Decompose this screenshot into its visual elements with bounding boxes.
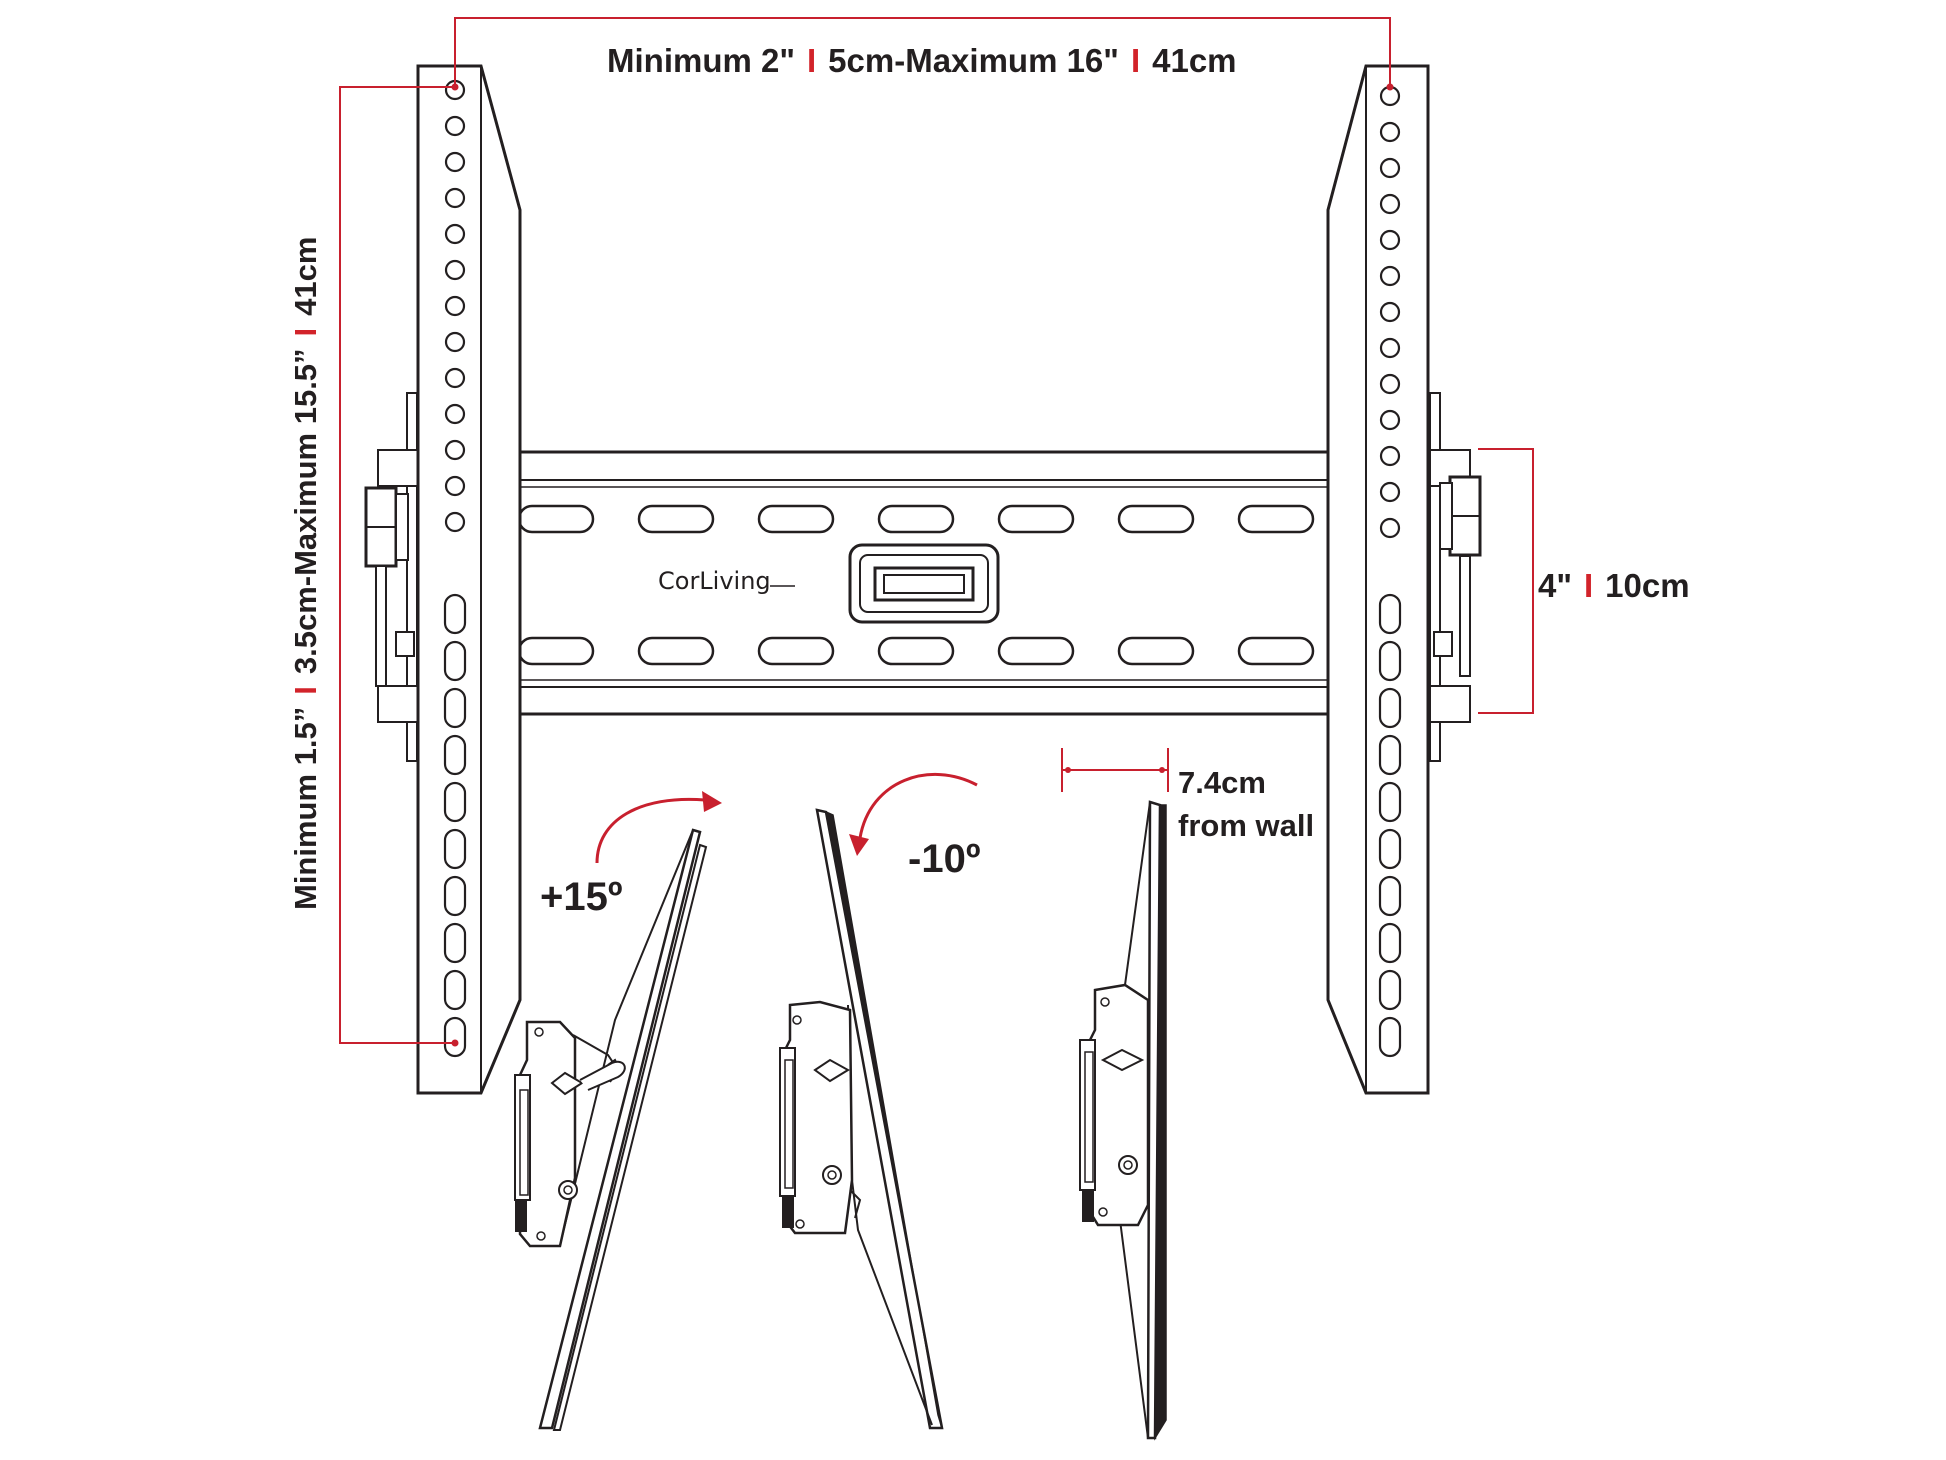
bracket-slot (443, 640, 467, 682)
mounting-slot (997, 504, 1075, 534)
bracket-hole (1379, 481, 1401, 503)
bracket-hole (444, 295, 466, 317)
bracket-slot (1378, 969, 1402, 1011)
mounting-slot (1237, 504, 1315, 534)
center-lock (848, 543, 1000, 624)
bracket-slot (443, 781, 467, 823)
bracket-slot (443, 828, 467, 870)
bracket-hole (444, 259, 466, 281)
tilt-up-label: +15º (540, 875, 622, 919)
tilt-down-arrow-icon (849, 772, 978, 856)
mounting-slot (877, 504, 955, 534)
bracket-slot (443, 875, 467, 917)
bracket-slot (1378, 875, 1402, 917)
bracket-hole (444, 439, 466, 461)
bracket-hole (444, 475, 466, 497)
bracket-hole (444, 115, 466, 137)
bracket-hole (1379, 265, 1401, 287)
mounting-slot (1117, 636, 1195, 666)
mounting-slot (637, 636, 715, 666)
bracket-slot (1378, 687, 1402, 729)
bracket-hole (1379, 157, 1401, 179)
bracket-slot (443, 734, 467, 776)
left-bracket (364, 64, 522, 1095)
bracket-hole (1379, 517, 1401, 539)
bracket-hole (444, 223, 466, 245)
profile-tilt-down (779, 808, 944, 1430)
bracket-hole (1379, 409, 1401, 431)
bracket-slot (1378, 1016, 1402, 1058)
bracket-hole (444, 511, 466, 533)
mounting-slot (757, 504, 835, 534)
wall-distance-caption: from wall (1178, 808, 1314, 843)
bracket-hole (444, 331, 466, 353)
dimension-lines (339, 17, 1534, 1047)
bracket-hole (1379, 193, 1401, 215)
mounting-slot (517, 504, 595, 534)
bracket-slot (1378, 922, 1402, 964)
bracket-hole (1379, 121, 1401, 143)
wall-plate-slots-bottom (517, 636, 1315, 666)
right-bracket-holes (1378, 85, 1402, 1058)
bracket-hole (1379, 373, 1401, 395)
bracket-hole (444, 151, 466, 173)
mounting-slot (1117, 504, 1195, 534)
mounting-slot (1237, 636, 1315, 666)
bracket-slot (1378, 640, 1402, 682)
bracket-slot (1378, 781, 1402, 823)
bracket-hole (1379, 301, 1401, 323)
wall-plate-slots-top (517, 504, 1315, 534)
bracket-slot (443, 922, 467, 964)
bracket-slot (443, 593, 467, 635)
bracket-slot (443, 969, 467, 1011)
bracket-slot (443, 1016, 467, 1058)
right-bracket (1326, 64, 1482, 1095)
bracket-slot (1378, 734, 1402, 776)
vertical-dimension-label: Minimum 1.5”I3.5cm-Maximum 15.5”I41cm (288, 237, 323, 910)
left-bracket-holes (443, 79, 467, 1058)
bracket-hole (1379, 337, 1401, 359)
profile-tilt-up (514, 828, 708, 1431)
bracket-hole (1379, 229, 1401, 251)
bracket-hole (1379, 445, 1401, 467)
mounting-slot (997, 636, 1075, 666)
bracket-slot (1378, 828, 1402, 870)
brand-logo: CorLiving (658, 567, 771, 595)
tilt-up-arrow-icon (595, 791, 722, 864)
bracket-slot (443, 687, 467, 729)
profile-flat (1079, 800, 1167, 1441)
wall-distance-value: 7.4cm (1178, 765, 1266, 800)
mounting-slot (877, 636, 955, 666)
bracket-hole (444, 187, 466, 209)
tilt-down-label: -10º (908, 837, 980, 881)
mounting-slot (637, 504, 715, 534)
bracket-hole (444, 403, 466, 425)
bracket-slot (1378, 593, 1402, 635)
mounting-slot (517, 636, 595, 666)
mounting-slot (757, 636, 835, 666)
bracket-hole (444, 367, 466, 389)
wall-plate: CorLiving (513, 450, 1332, 716)
